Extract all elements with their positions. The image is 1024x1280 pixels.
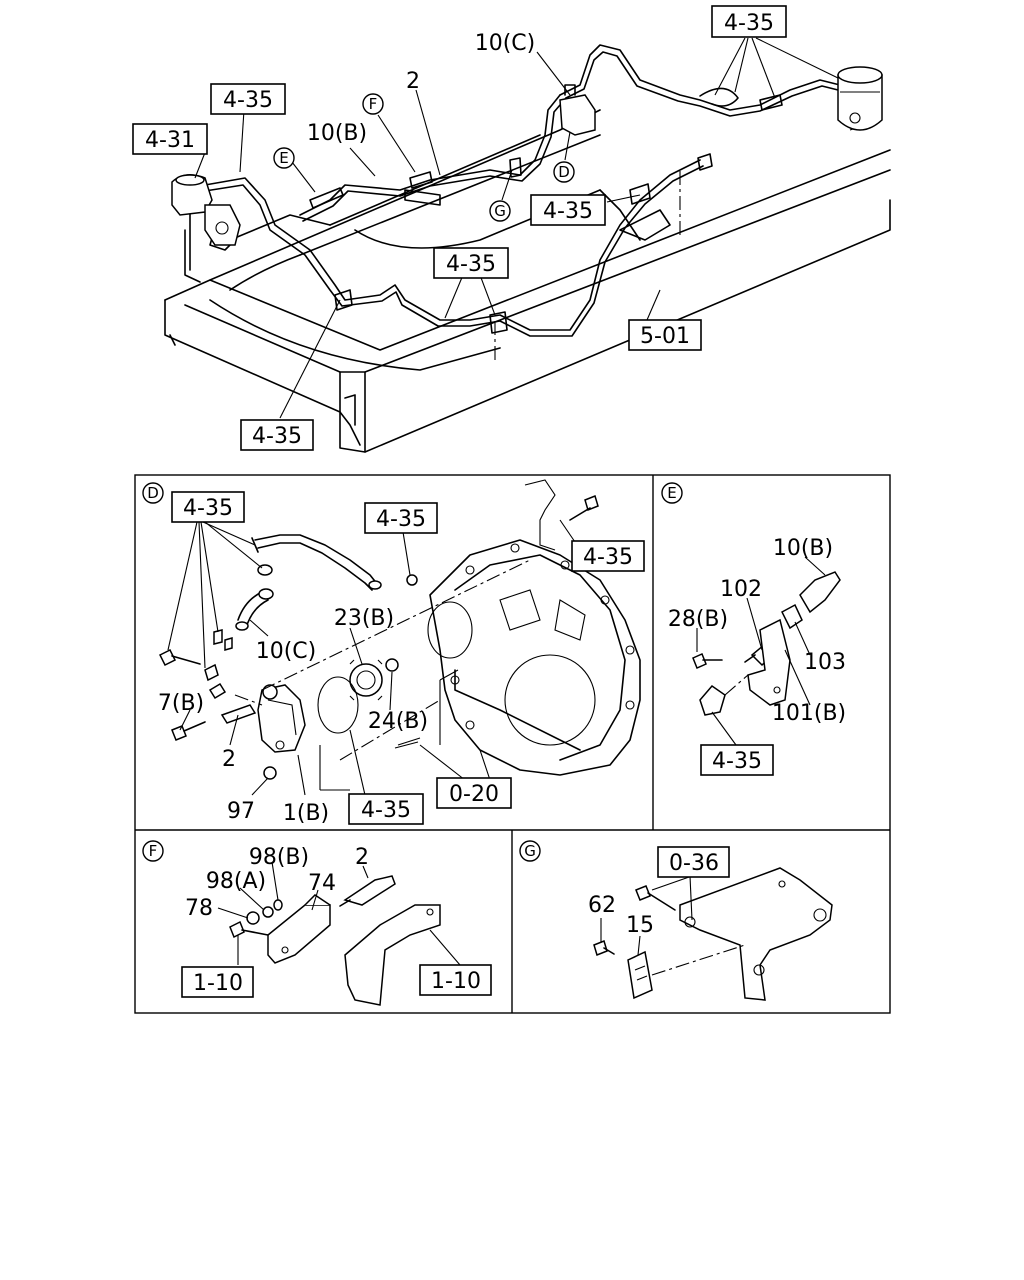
e-ref-4-35: 4-35 <box>700 744 774 776</box>
g-part-label-15: 15 <box>626 913 654 938</box>
e-part-label-10b: 10(B) <box>773 536 833 561</box>
f-part-label-98b: 98(B) <box>249 845 309 870</box>
svg-text:5-01: 5-01 <box>640 324 690 349</box>
callout-e: E <box>273 147 295 169</box>
f-part-label-74: 74 <box>308 871 336 896</box>
ref-4-31: 4-31 <box>132 123 208 155</box>
top-overview: 4-35 10(C) 2 F 4-35 4-31 10(B) E D G <box>132 5 891 453</box>
d-part-label-1b: 1(B) <box>283 801 329 826</box>
f-part-label-78: 78 <box>185 896 213 921</box>
panel-g-letter: G <box>519 840 541 862</box>
f-part-label-2: 2 <box>355 845 369 870</box>
e-part-label-101b: 101(B) <box>772 701 846 726</box>
d-part-label-24b: 24(B) <box>368 709 428 734</box>
ref-4-35-bottom: 4-35 <box>240 419 314 451</box>
ref-5-01: 5-01 <box>628 319 702 351</box>
detail-panels-frame <box>134 474 891 1014</box>
svg-text:4-35: 4-35 <box>712 749 762 774</box>
svg-text:4-35: 4-35 <box>183 496 233 521</box>
svg-text:4-35: 4-35 <box>223 88 273 113</box>
d-ref-4-35-c: 4-35 <box>571 540 645 572</box>
svg-text:4-35: 4-35 <box>361 798 411 823</box>
d-bolts-drawing <box>158 479 599 780</box>
svg-text:4-35: 4-35 <box>252 424 302 449</box>
master-cylinder-drawing <box>171 174 241 246</box>
panel-d-letter: D <box>142 482 164 504</box>
d-ref-4-35-d: 4-35 <box>348 793 424 825</box>
e-part-label-102: 102 <box>720 577 762 602</box>
d-gear-drawing <box>349 658 399 701</box>
panel-e: E 10(B) 102 28(B) 103 101(B) <box>661 482 846 776</box>
svg-text:G: G <box>524 842 536 860</box>
svg-text:D: D <box>147 484 159 502</box>
panel-e-letter: E <box>661 482 683 504</box>
callout-d: D <box>553 161 575 183</box>
g-leaders <box>600 875 693 956</box>
e-switch-drawing <box>692 571 841 716</box>
ref-4-35-center: 4-35 <box>433 247 509 279</box>
svg-text:F: F <box>149 842 158 860</box>
svg-text:1-10: 1-10 <box>431 969 481 994</box>
part-label-10c: 10(C) <box>475 31 536 56</box>
part-label-2: 2 <box>406 69 420 94</box>
svg-text:D: D <box>558 163 570 181</box>
g-ref-0-36: 0-36 <box>657 846 730 878</box>
f-ref-1-10-a: 1-10 <box>181 966 254 998</box>
panel-g: G 0-36 62 15 <box>519 840 833 1001</box>
d-pump-drawing <box>257 684 306 753</box>
f-leaders <box>217 861 461 966</box>
d-leaders <box>167 519 576 796</box>
svg-text:E: E <box>279 149 288 167</box>
flywheel-housing-drawing <box>427 539 641 776</box>
d-pipe-drawing <box>235 534 382 631</box>
reservoir-drawing <box>837 66 883 131</box>
d-ref-4-35-a: 4-35 <box>171 491 245 523</box>
svg-text:4-35: 4-35 <box>446 252 496 277</box>
d-o-ring-drawing <box>317 676 359 734</box>
e-part-label-28b: 28(B) <box>668 607 728 632</box>
callout-f: F <box>362 93 384 115</box>
d-ref-0-20: 0-20 <box>436 777 512 809</box>
panel-f: F 98(B) 2 98(A) 74 78 <box>142 840 492 1006</box>
part-label-10b: 10(B) <box>307 121 367 146</box>
f-part-label-98a: 98(A) <box>206 869 266 894</box>
d-part-label-7b: 7(B) <box>158 691 204 716</box>
panel-d: D <box>142 479 645 826</box>
d-part-label-23b: 23(B) <box>334 606 394 631</box>
valve-drawing <box>559 84 596 136</box>
svg-text:1-10: 1-10 <box>193 971 243 996</box>
d-part-label-10c: 10(C) <box>256 639 317 664</box>
ref-4-35-left: 4-35 <box>210 83 286 115</box>
pipe-lines-drawing <box>204 44 843 337</box>
svg-text:4-35: 4-35 <box>583 545 633 570</box>
svg-text:4-35: 4-35 <box>376 507 426 532</box>
f-ref-1-10-b: 1-10 <box>419 964 492 996</box>
ref-4-35-mid: 4-35 <box>530 194 606 226</box>
chassis-frame-drawing <box>164 109 891 453</box>
callout-g: G <box>489 200 511 222</box>
svg-text:4-31: 4-31 <box>145 128 195 153</box>
d-part-label-97: 97 <box>227 799 255 824</box>
svg-text:4-35: 4-35 <box>724 11 774 36</box>
d-ref-4-35-b: 4-35 <box>364 502 438 534</box>
g-bracket-drawing <box>593 867 833 1001</box>
svg-text:0-36: 0-36 <box>669 851 719 876</box>
d-part-label-2: 2 <box>222 747 236 772</box>
f-bracket-drawing <box>229 875 441 1006</box>
svg-text:0-20: 0-20 <box>449 782 499 807</box>
g-part-label-62: 62 <box>588 893 616 918</box>
panel-f-letter: F <box>142 840 164 862</box>
ref-4-35-topright: 4-35 <box>711 5 787 38</box>
e-leaders <box>696 556 826 746</box>
e-part-label-103: 103 <box>804 650 846 675</box>
svg-text:4-35: 4-35 <box>543 199 593 224</box>
svg-text:G: G <box>494 202 506 220</box>
top-leaders <box>194 37 839 419</box>
svg-text:E: E <box>667 484 676 502</box>
svg-text:F: F <box>369 95 378 113</box>
